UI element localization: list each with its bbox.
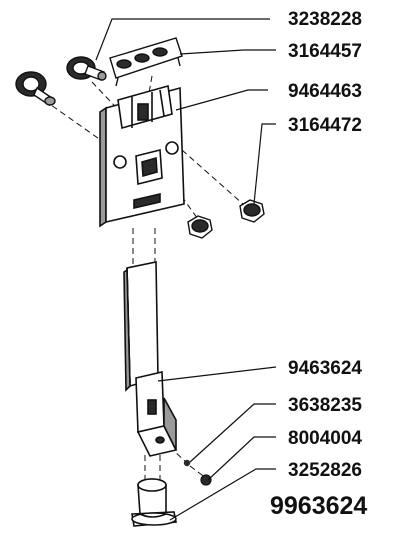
part-label-9463624: 9463624 (288, 358, 362, 379)
nut-center-part (187, 215, 213, 239)
assembly-number: 9963624 (270, 492, 367, 520)
nut-right-part (239, 199, 265, 223)
part-label-9464463: 9464463 (288, 81, 362, 102)
long-arm-part (123, 261, 178, 457)
small-nut-part (200, 474, 212, 486)
part-label-3164457: 3164457 (288, 41, 362, 62)
part-label-3238228: 3238228 (288, 9, 362, 30)
clip-plate-part (109, 37, 183, 87)
pin-part (131, 478, 177, 527)
bolt-left-part (15, 71, 56, 107)
part-label-3164472: 3164472 (288, 115, 362, 136)
part-label-3252826: 3252826 (288, 460, 362, 481)
bolt-top-part (66, 56, 107, 81)
part-label-8004004: 8004004 (288, 428, 362, 449)
part-label-3638235: 3638235 (288, 395, 362, 416)
bracket-plate-part (99, 84, 185, 228)
leader-lines (95, 18, 277, 521)
small-washer-part (183, 459, 191, 467)
